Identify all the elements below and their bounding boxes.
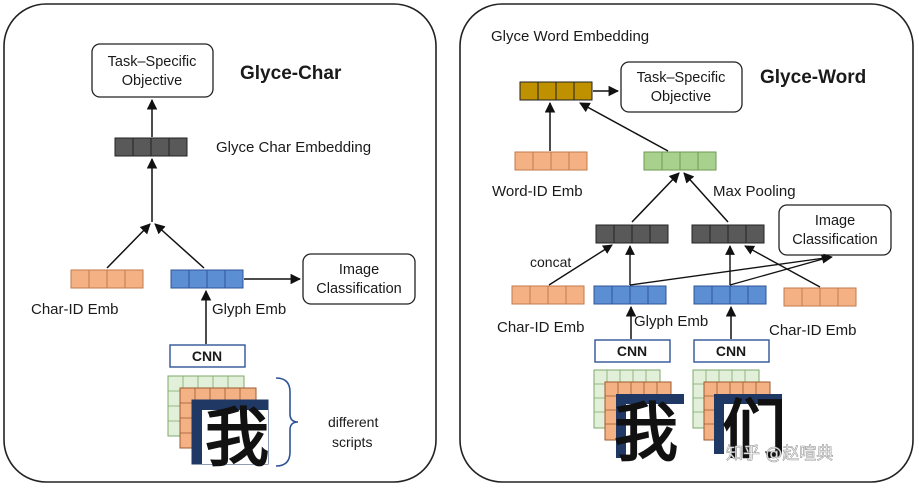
right-char-id-emb-left-block (511, 285, 585, 305)
arrow-icon (744, 245, 821, 288)
concat-left-block (595, 224, 669, 244)
left-panel-frame (3, 3, 437, 483)
right-panel-frame (459, 3, 914, 483)
word-id-emb-label: Word-ID Emb (492, 183, 583, 200)
right-objective-line1: Task–Specific (637, 70, 726, 86)
left-script-stack: 我 (167, 375, 269, 476)
right-brace-icon (275, 377, 299, 467)
right-char-id-left-label: Char-ID Emb (497, 319, 585, 336)
right-char-id-right-label: Char-ID Emb (769, 322, 857, 339)
left-char-id-emb-label: Char-ID Emb (31, 301, 119, 318)
scripts-label-line1: different (328, 414, 378, 430)
max-pooling-label: Max Pooling (713, 183, 796, 200)
left-cnn-box: CNN (169, 344, 246, 368)
left-panel-title: Glyce-Char (240, 63, 342, 84)
left-glyph-emb-label: Glyph Emb (212, 301, 286, 318)
left-image-classification-box: Image Classification (302, 253, 416, 305)
arrow-icon (629, 253, 833, 286)
glyce-char-embedding-label: Glyce Char Embedding (216, 139, 371, 156)
right-script-stack-left: 我 (593, 369, 684, 471)
arrow-icon (683, 172, 729, 223)
right-glyph-character-left: 我 (614, 396, 678, 471)
right-glyph-emb-label: Glyph Emb (634, 313, 708, 330)
left-objective-line2: Objective (122, 73, 182, 89)
left-objective-line1: Task–Specific (108, 54, 197, 70)
right-objective-box: Task–Specific Objective (620, 61, 743, 113)
left-objective-box: Task–Specific Objective (91, 43, 214, 98)
right-panel-header: Glyce Word Embedding (491, 28, 649, 45)
max-pooling-block (643, 151, 717, 171)
arrow-icon (579, 102, 669, 152)
right-script-stack-right: 们 (692, 369, 786, 468)
concat-right-block (691, 224, 765, 244)
right-image-classification-box: Image Classification (778, 204, 892, 256)
right-objective-line2: Objective (651, 89, 711, 105)
concat-label: concat (530, 254, 571, 270)
left-image-class-line1: Image (339, 262, 379, 278)
arrow-icon (631, 172, 680, 223)
right-glyph-character-right: 们 (722, 393, 786, 468)
right-cnn-left-label: CNN (617, 343, 647, 359)
left-glyph-emb-block (170, 269, 244, 289)
right-image-class-line2: Classification (792, 232, 877, 248)
glyce-char-embedding-block (114, 137, 188, 157)
right-cnn-right-box: CNN (693, 339, 770, 363)
right-panel-title: Glyce-Word (760, 67, 866, 88)
word-id-emb-block (514, 151, 588, 171)
right-image-class-line1: Image (815, 213, 855, 229)
right-glyph-emb-right-block (693, 285, 767, 305)
arrow-icon (729, 254, 831, 286)
left-image-class-line2: Classification (316, 281, 401, 297)
left-cnn-label: CNN (192, 348, 222, 364)
glyce-word-embedding-block (519, 81, 593, 101)
scripts-label-line2: scripts (332, 434, 372, 450)
arrow-icon (106, 223, 151, 269)
arrow-icon (154, 223, 205, 269)
right-cnn-left-box: CNN (594, 339, 671, 363)
left-char-id-emb-block (70, 269, 144, 289)
left-glyph-character: 我 (205, 401, 269, 476)
watermark: 知乎 @赵喧典 (726, 444, 833, 464)
right-cnn-right-label: CNN (716, 343, 746, 359)
arrow-icon (548, 244, 613, 286)
right-char-id-emb-right-block (783, 287, 857, 307)
right-glyph-emb-left-block (593, 285, 667, 305)
